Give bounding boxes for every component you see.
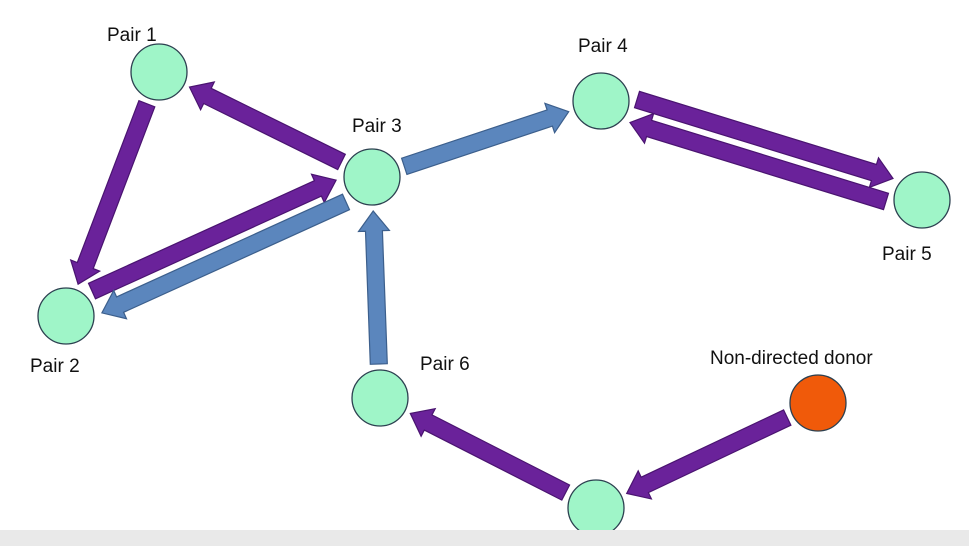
node-pair5 (893, 171, 951, 229)
nodes-layer (37, 43, 951, 537)
node-ndd (789, 374, 847, 432)
pair-1-label: Pair 1 (107, 25, 157, 46)
pair-4-label: Pair 4 (578, 36, 628, 57)
pair-3-label: Pair 3 (352, 116, 402, 137)
arrow-pair3-to-pair1 (188, 81, 347, 171)
non-directed-donor-label: Non-directed donor (710, 348, 873, 369)
pair-2-label: Pair 2 (30, 356, 80, 377)
arrow-pair4-to-pair5 (633, 90, 894, 189)
arrow-pair3-to-pair4 (400, 102, 570, 176)
edges-layer (69, 81, 894, 501)
node-pair2 (37, 287, 95, 345)
arrow-ndd-to-unlabeled (625, 409, 792, 500)
arrow-pair5-to-pair4 (629, 112, 890, 211)
node-pair3 (343, 148, 401, 206)
node-pair1 (130, 43, 188, 101)
node-unlabeled (567, 479, 625, 537)
arrow-pair1-to-pair2 (69, 99, 156, 286)
node-pair4 (572, 72, 630, 130)
bottom-bar (0, 530, 969, 546)
arrow-pair3-to-pair2 (101, 193, 351, 320)
arrow-pair6-to-pair3 (357, 210, 391, 365)
arrow-unlabeled-to-pair6 (409, 407, 571, 501)
pair-5-label: Pair 5 (882, 244, 932, 265)
node-pair6 (351, 369, 409, 427)
pair-6-label: Pair 6 (420, 354, 470, 375)
arrow-pair2-to-pair3 (87, 173, 337, 300)
